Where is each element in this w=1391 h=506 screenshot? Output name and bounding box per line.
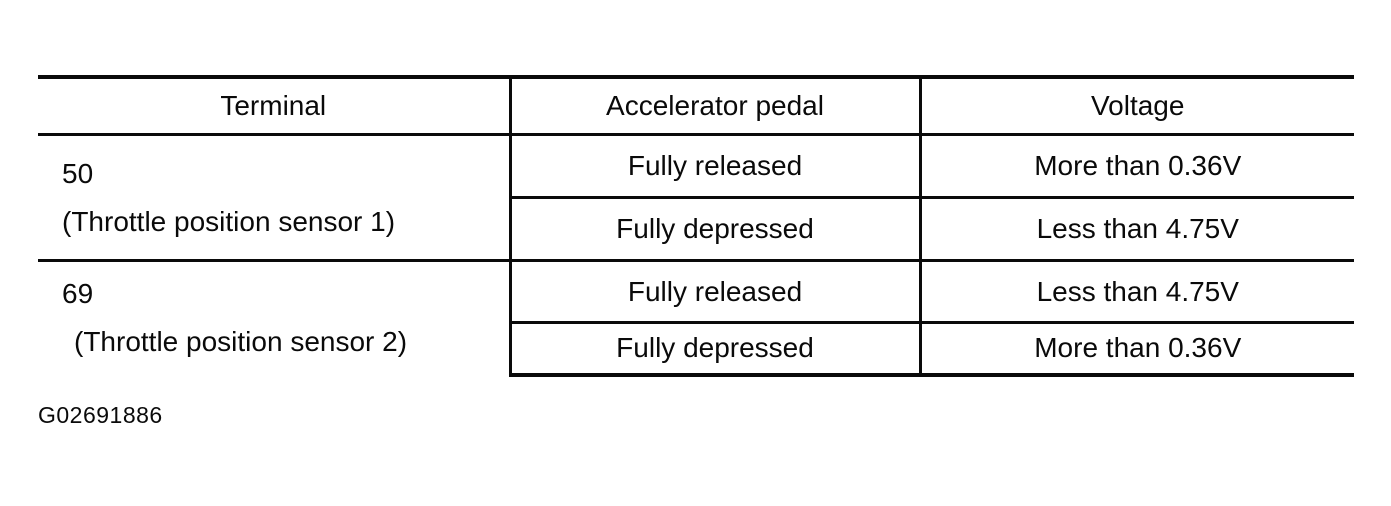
terminal-cell-69: 69 (Throttle position sensor 2) [38, 259, 510, 375]
table-row: Fully depressed More than 0.36V [38, 321, 1354, 377]
terminal-cell-50: 50 (Throttle position sensor 1) [38, 135, 510, 261]
header-terminal: Terminal [38, 75, 510, 136]
table-header-row: Terminal Accelerator pedal Voltage [38, 75, 1354, 136]
terminal-note: (Throttle position sensor 2) [74, 326, 408, 358]
voltage-cell: More than 0.36V [918, 134, 1354, 198]
pedal-cell: Fully released [508, 134, 920, 198]
pedal-cell: Fully depressed [508, 196, 920, 261]
voltage-cell: More than 0.36V [918, 321, 1354, 377]
header-accelerator-pedal: Accelerator pedal [508, 75, 920, 136]
pedal-cell: Fully depressed [508, 321, 920, 377]
figure-id: G02691886 [38, 402, 163, 428]
voltage-cell: Less than 4.75V [918, 196, 1354, 261]
table-row: 69 (Throttle position sensor 2) Fully re… [38, 259, 1354, 375]
voltage-cell: Less than 4.75V [918, 259, 1354, 323]
terminal-note: (Throttle position sensor 1) [62, 205, 396, 237]
table-row: Fully depressed Less than 4.75V [38, 196, 1354, 261]
table-row: 50 (Throttle position sensor 1) Fully re… [38, 134, 1354, 237]
terminal-number: 50 [62, 157, 94, 189]
header-voltage: Voltage [918, 75, 1354, 136]
pedal-cell: Fully released [508, 259, 920, 323]
throttle-position-sensor-voltage-table: Terminal Accelerator pedal Voltage 50 (T… [38, 75, 1354, 377]
terminal-number: 69 [62, 278, 94, 310]
